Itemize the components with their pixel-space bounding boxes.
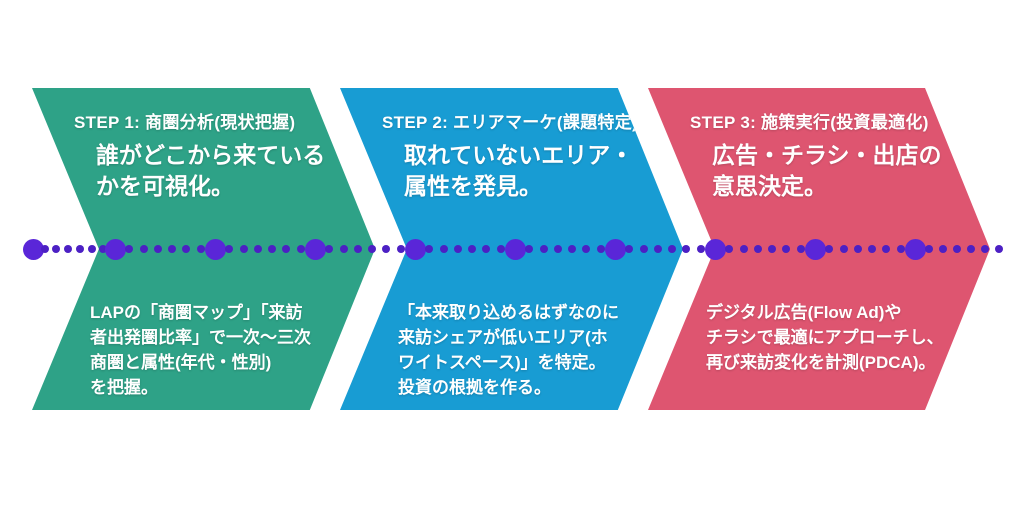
step-3-header: STEP 3: 施策実行(投資最適化) bbox=[690, 113, 929, 132]
step-2-header: STEP 2: エリアマーケ(課題特定) bbox=[382, 113, 638, 132]
step-1-header: STEP 1: 商圏分析(現状把握) bbox=[74, 113, 296, 132]
timeline-dot-small bbox=[64, 245, 73, 253]
step-1-headline: 誰がどこから来ている かを可視化。 bbox=[96, 142, 326, 199]
timeline-dot-small bbox=[52, 245, 61, 253]
step-3-headline: 広告・チラシ・出店の 意思決定。 bbox=[712, 142, 942, 199]
step-3-detail: デジタル広告(Flow Ad)や チラシで最適にアプローチし、 再び来訪変化を計… bbox=[706, 303, 944, 372]
timeline-dot-small bbox=[995, 245, 1003, 253]
step-2-detail: 「本来取り込めるはずなのに 来訪シェアが低いエリア(ホ ワイトスペース)」を特定… bbox=[398, 303, 619, 397]
step-1-chevron: STEP 1: 商圏分析(現状把握) 誰がどこから来ている かを可視化。 LAP… bbox=[32, 88, 375, 410]
step-3-chevron: STEP 3: 施策実行(投資最適化) 広告・チラシ・出店の 意思決定。 デジタ… bbox=[648, 88, 990, 410]
step-2-headline: 取れていないエリア・ 属性を発見。 bbox=[404, 142, 634, 199]
timeline-dot-small bbox=[682, 245, 691, 253]
timeline-dot-small bbox=[40, 245, 49, 253]
timeline-dot-large bbox=[22, 238, 44, 260]
timeline-dot-small bbox=[75, 245, 84, 253]
timeline-dot-small bbox=[696, 245, 705, 253]
timeline-dot-small bbox=[87, 245, 96, 253]
timeline-dot-small bbox=[396, 245, 405, 253]
timeline-dot-small bbox=[382, 245, 391, 253]
step-2-chevron: STEP 2: エリアマーケ(課題特定) 取れていないエリア・ 属性を発見。 「… bbox=[340, 88, 683, 410]
step-1-detail: LAPの「商圏マップ」「来訪 者出発圏比率」で一次〜三次 商圏と属性(年代・性別… bbox=[90, 303, 311, 397]
